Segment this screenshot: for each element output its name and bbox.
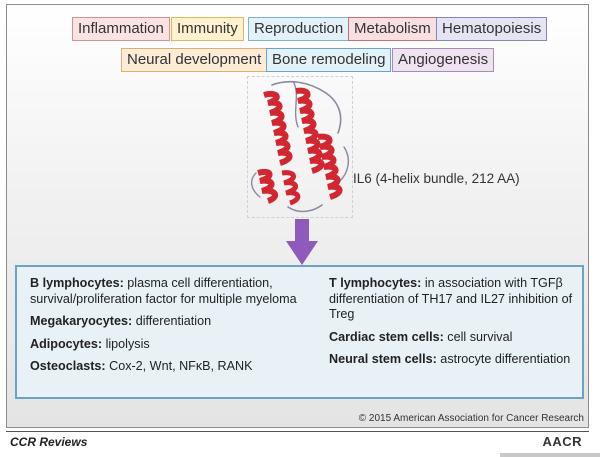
il6-label: IL6 (4-helix bundle, 212 AA) — [353, 171, 520, 186]
helix-a — [263, 91, 293, 166]
entry-title: Osteoclasts: — [30, 359, 106, 373]
entry-megakaryocytes: Megakaryocytes: differentiation — [30, 314, 315, 330]
tag-reproduction: Reproduction — [248, 17, 350, 41]
tag-angiogenesis: Angiogenesis — [392, 48, 495, 72]
entry-adipocytes: Adipocytes: lipolysis — [30, 337, 315, 353]
entry-title: T lymphocytes: — [329, 276, 422, 290]
copyright-notice: © 2015 American Association for Cancer R… — [358, 413, 584, 424]
arrow-shape — [286, 219, 318, 265]
loop-strands — [250, 80, 350, 213]
entry-title: B lymphocytes: — [30, 276, 124, 290]
helix-b — [295, 87, 325, 174]
down-arrow-icon — [286, 219, 318, 265]
tag-bone-remodeling: Bone remodeling — [266, 48, 392, 72]
protein-ribbon — [250, 80, 350, 213]
helix-e — [281, 170, 301, 206]
entry-t-lymphocytes: T lymphocytes: in association with TGFβ … — [329, 276, 579, 323]
entry-osteoclasts: Osteoclasts: Cox-2, Wnt, NFκB, RANK — [30, 359, 315, 375]
entry-cardiac-stem-cells: Cardiac stem cells: cell survival — [329, 330, 579, 346]
il6-structure-image — [247, 76, 353, 218]
entry-description: lipolysis — [102, 336, 150, 351]
footer-divider — [6, 431, 589, 432]
right-column: T lymphocytes: in association with TGFβ … — [329, 276, 579, 375]
tag-metabolism: Metabolism — [348, 17, 437, 41]
journal-name: CCR Reviews — [10, 435, 88, 449]
entry-neural-stem-cells: Neural stem cells: astrocyte differentia… — [329, 352, 579, 368]
tag-inflammation: Inflammation — [72, 17, 170, 41]
entry-description: differentiation — [132, 314, 212, 328]
scrollbar-thumb[interactable] — [500, 453, 600, 457]
helix-d — [317, 133, 343, 200]
entry-description: astrocyte differentiation — [436, 352, 571, 366]
loop — [339, 146, 350, 182]
entry-description: in association with TGFβ differentiation… — [329, 276, 573, 321]
cell-effects-panel: B lymphocytes: plasma cell differentiati… — [15, 265, 584, 399]
helices — [257, 87, 343, 206]
tag-immunity: Immunity — [171, 17, 244, 41]
entry-description: Cox-2, Wnt, NFκB, RANK — [105, 359, 253, 373]
loop — [293, 82, 299, 128]
helix-c — [257, 169, 279, 204]
loop — [287, 204, 323, 213]
entry-description: cell survival — [443, 329, 513, 344]
entry-description: plasma cell differentiation, survival/pr… — [30, 276, 297, 306]
publisher-logo: AACR — [542, 434, 582, 449]
entry-b-lymphocytes: B lymphocytes: plasma cell differentiati… — [30, 276, 315, 307]
entry-title: Cardiac stem cells: — [329, 329, 444, 344]
entry-title: Neural stem cells: — [329, 352, 437, 366]
entry-title: Megakaryocytes: — [30, 314, 133, 328]
loop — [271, 80, 342, 134]
left-column: B lymphocytes: plasma cell differentiati… — [30, 276, 315, 382]
loop — [250, 172, 261, 198]
tag-hematopoiesis: Hematopoiesis — [436, 17, 548, 41]
entry-title: Adipocytes: — [30, 336, 103, 351]
tag-neural-development: Neural development — [121, 48, 268, 72]
